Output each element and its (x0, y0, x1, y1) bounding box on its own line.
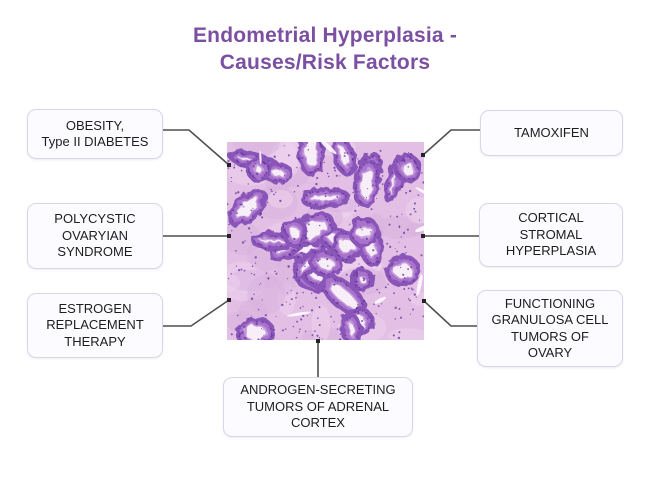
cause-box-polycystic-ovaryian-syndrome: POLYCYSTIC OVARYIAN SYNDROME (27, 203, 163, 269)
cause-box-granulosa-cell-tumors: FUNCTIONING GRANULOSA CELL TUMORS OF OVA… (477, 290, 623, 367)
micrograph-art (227, 142, 424, 340)
cause-box-tamoxifen: TAMOXIFEN (480, 110, 623, 156)
connector-obesity (163, 129, 230, 166)
page-title: Endometrial Hyperplasia - Causes/Risk Fa… (192, 24, 458, 75)
cause-box-androgen-secreting-tumors: ANDROGEN-SECRETING TUMORS OF ADRENAL COR… (223, 377, 413, 437)
cause-box-cortical-stromal-hyperplasia: CORTICAL STROMAL HYPERPLASIA (479, 203, 623, 267)
histology-image (227, 142, 424, 340)
connector-estrogen (163, 299, 230, 327)
connector-tamoxifen (422, 129, 480, 156)
cause-box-obesity: OBESITY, Type II DIABETES (27, 109, 163, 159)
connector-granulosa (423, 300, 477, 327)
cause-box-estrogen-replacement-therapy: ESTROGEN REPLACEMENT THERAPY (27, 293, 163, 358)
